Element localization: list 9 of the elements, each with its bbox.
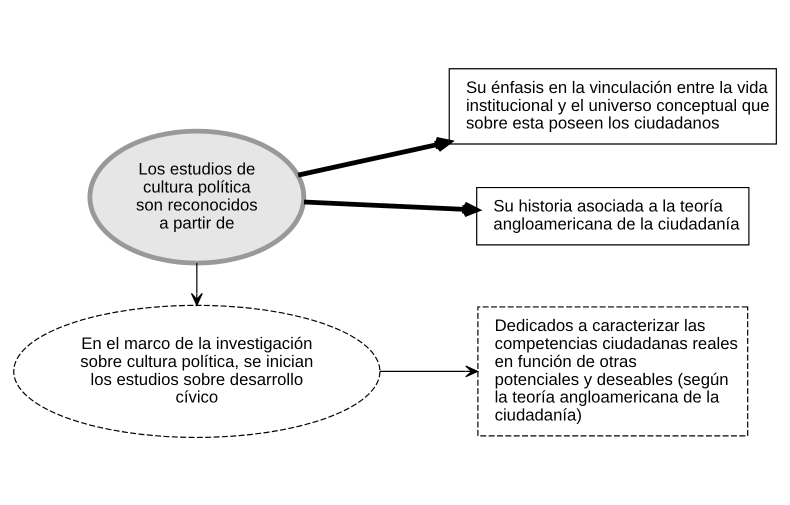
node-ellipse: En el marco de la investigación sobre cultura política, se inician los estudios sobre desarrollo cívico — [13, 304, 381, 438]
arrow — [190, 262, 203, 306]
node-box: Su historia asociada a la teoría angloamericana de la ciudadanía — [476, 186, 750, 245]
arrow — [380, 364, 478, 377]
node-box: Su énfasis en la vinculación entre la vida institucional y el universo conceptual que sobre esta poseen los ciudadanos — [448, 68, 777, 144]
node-box: Dedicados a caracterizar las competencias ciudadanas reales en función de otras potenciales y deseables (según la teoría angloamericana de la ciudadanía) — [477, 306, 748, 436]
arrow — [304, 199, 480, 217]
arrow — [298, 136, 452, 177]
node-ellipse: Los estudios de cultura política son reconocidos a partir de — [87, 128, 306, 266]
